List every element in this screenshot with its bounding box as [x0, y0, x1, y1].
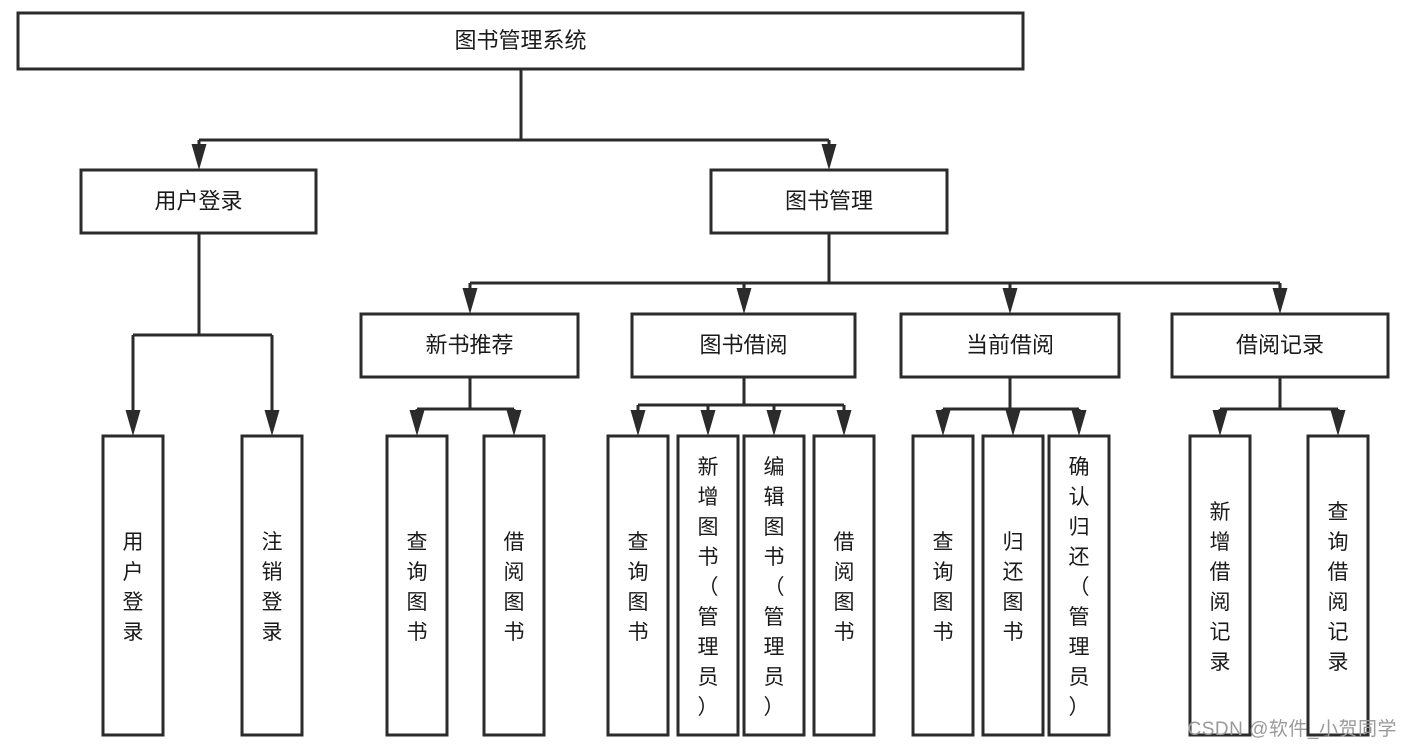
node-label-leaf-add-book: 新增图书（管理员） — [698, 456, 719, 719]
arrow-head-borrow-record — [1272, 288, 1288, 314]
node-label-leaf-query-book-1: 查询图书 — [407, 531, 428, 644]
node-leaf-borrow-book-2[interactable]: 借阅图书 — [812, 434, 876, 737]
node-box-leaf-add-record — [1188, 434, 1252, 737]
node-box-leaf-query-book-3 — [911, 434, 975, 737]
node-leaf-add-record[interactable]: 新增借阅记录 — [1188, 434, 1252, 737]
node-box-leaf-user-login — [101, 434, 165, 737]
node-box-current-borrow — [899, 312, 1121, 379]
node-box-book-manage — [709, 168, 949, 235]
node-box-book-borrow — [630, 312, 857, 379]
node-label-leaf-add-record: 新增借阅记录 — [1210, 501, 1231, 674]
node-box-leaf-query-record — [1306, 434, 1370, 737]
node-box-new-book-recommend — [359, 312, 580, 379]
node-label-leaf-borrow-book-2: 借阅图书 — [834, 531, 855, 644]
node-label-leaf-query-record: 查询借阅记录 — [1328, 501, 1349, 674]
node-label-leaf-confirm-return: 确认归还（管理员） — [1069, 456, 1090, 719]
arrow-head-leaf-borrow-book-2 — [836, 410, 852, 436]
node-box-leaf-confirm-return — [1047, 434, 1111, 737]
node-user-login[interactable]: 用户登录 — [79, 168, 318, 235]
arrow-head-leaf-borrow-book-1 — [506, 410, 522, 436]
node-leaf-query-book-2[interactable]: 查询图书 — [606, 434, 670, 737]
arrow-head-user-login — [191, 144, 207, 170]
node-current-borrow[interactable]: 当前借阅 — [899, 312, 1121, 379]
node-box-root — [16, 11, 1025, 71]
arrow-head-leaf-logout — [264, 410, 280, 436]
node-box-leaf-query-book-1 — [385, 434, 449, 737]
node-label-new-book-recommend: 新书推荐 — [425, 332, 513, 357]
node-book-manage[interactable]: 图书管理 — [709, 168, 949, 235]
node-leaf-user-login[interactable]: 用户登录 — [101, 434, 165, 737]
node-box-leaf-edit-book — [742, 434, 806, 737]
node-leaf-edit-book[interactable]: 编辑图书（管理员） — [742, 434, 806, 737]
node-label-borrow-record: 借阅记录 — [1236, 332, 1324, 357]
connectors-layer — [125, 69, 1346, 436]
arrow-head-leaf-query-book-3 — [935, 410, 951, 436]
arrow-head-leaf-query-record — [1330, 410, 1346, 436]
node-borrow-record[interactable]: 借阅记录 — [1170, 312, 1390, 379]
arrow-head-book-manage — [821, 144, 837, 170]
node-new-book-recommend[interactable]: 新书推荐 — [359, 312, 580, 379]
node-box-leaf-logout — [240, 434, 304, 737]
node-box-borrow-record — [1170, 312, 1390, 379]
arrow-head-current-borrow — [1002, 288, 1018, 314]
arrow-head-leaf-edit-book — [766, 410, 782, 436]
arrow-head-leaf-user-login — [125, 410, 141, 436]
node-leaf-add-book[interactable]: 新增图书（管理员） — [676, 434, 740, 737]
node-box-leaf-return-book — [981, 434, 1045, 737]
node-leaf-logout[interactable]: 注销登录 — [240, 434, 304, 737]
node-label-leaf-edit-book: 编辑图书（管理员） — [764, 456, 785, 719]
node-label-user-login: 用户登录 — [154, 188, 242, 213]
watermark-label: CSDN @软件_小贺同学 — [1187, 719, 1397, 740]
node-box-leaf-borrow-book-2 — [812, 434, 876, 737]
arrow-head-leaf-query-book-2 — [630, 410, 646, 436]
node-label-leaf-query-book-2: 查询图书 — [628, 531, 649, 644]
arrow-head-new-book-recommend — [462, 288, 478, 314]
node-label-leaf-borrow-book-1: 借阅图书 — [504, 531, 525, 644]
node-label-leaf-return-book: 归还图书 — [1003, 531, 1024, 644]
node-box-leaf-borrow-book-1 — [482, 434, 546, 737]
arrow-head-leaf-query-book-1 — [409, 410, 425, 436]
node-book-borrow[interactable]: 图书借阅 — [630, 312, 857, 379]
node-leaf-return-book[interactable]: 归还图书 — [981, 434, 1045, 737]
node-root[interactable]: 图书管理系统 — [16, 11, 1025, 71]
node-label-leaf-logout: 注销登录 — [262, 531, 283, 644]
node-leaf-confirm-return[interactable]: 确认归还（管理员） — [1047, 434, 1111, 737]
arrow-head-leaf-return-book — [1005, 410, 1021, 436]
arrow-head-leaf-confirm-return — [1071, 410, 1087, 436]
node-leaf-query-book-1[interactable]: 查询图书 — [385, 434, 449, 737]
node-box-leaf-add-book — [676, 434, 740, 737]
arrow-head-book-borrow — [736, 288, 752, 314]
node-leaf-query-book-3[interactable]: 查询图书 — [911, 434, 975, 737]
node-label-book-manage: 图书管理 — [785, 188, 873, 213]
node-label-leaf-query-book-3: 查询图书 — [933, 531, 954, 644]
node-label-root: 图书管理系统 — [454, 28, 586, 53]
arrow-head-leaf-add-book — [700, 410, 716, 436]
node-leaf-borrow-book-1[interactable]: 借阅图书 — [482, 434, 546, 737]
nodes-layer: 图书管理系统用户登录图书管理新书推荐图书借阅当前借阅借阅记录用户登录注销登录查询… — [16, 11, 1390, 737]
node-box-user-login — [79, 168, 318, 235]
node-label-book-borrow: 图书借阅 — [699, 332, 787, 357]
node-label-leaf-user-login: 用户登录 — [123, 531, 144, 644]
arrow-head-leaf-add-record — [1212, 410, 1228, 436]
node-box-leaf-query-book-2 — [606, 434, 670, 737]
node-label-current-borrow: 当前借阅 — [966, 332, 1054, 357]
node-leaf-query-record[interactable]: 查询借阅记录 — [1306, 434, 1370, 737]
